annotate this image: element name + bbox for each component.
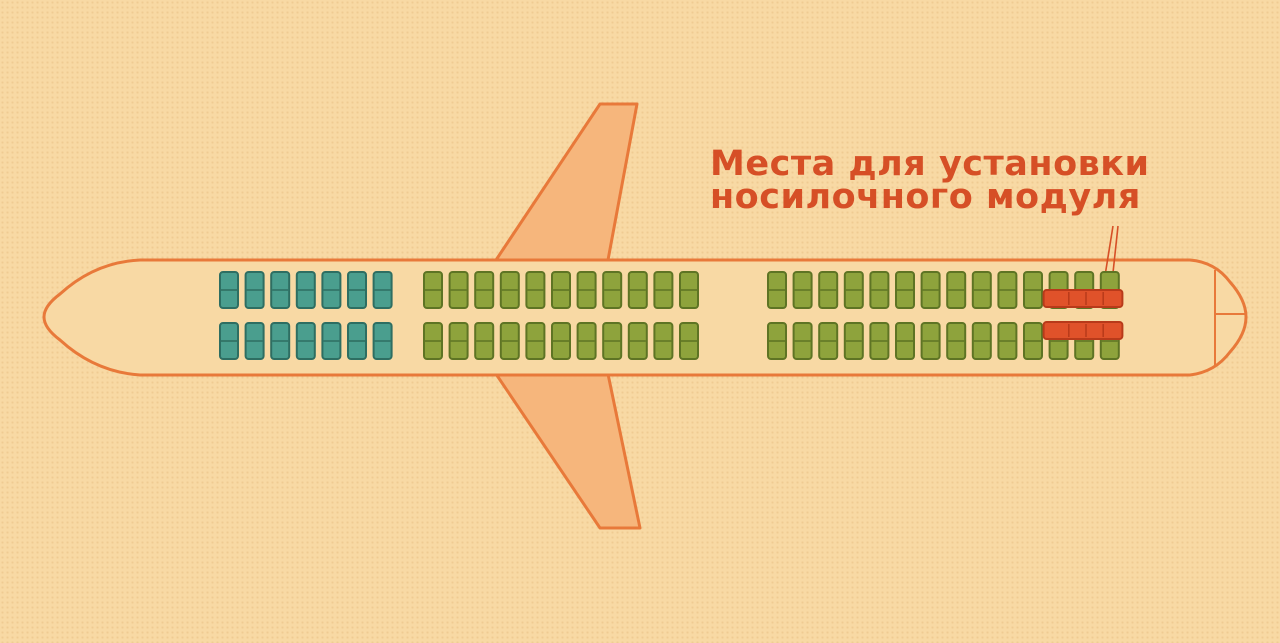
callout-title-line-2: носилочного модуля bbox=[710, 177, 1141, 217]
business-seat bbox=[347, 271, 367, 309]
economy-seat bbox=[818, 322, 839, 360]
economy-seat bbox=[920, 322, 941, 360]
economy-seat bbox=[1023, 271, 1043, 309]
economy-seat bbox=[767, 271, 787, 309]
business-seat bbox=[321, 271, 342, 309]
economy-seat bbox=[474, 271, 495, 309]
economy-seat bbox=[946, 322, 967, 360]
economy-seat bbox=[792, 322, 813, 360]
business-seat bbox=[295, 322, 316, 360]
business-seat bbox=[295, 271, 316, 309]
economy-seat bbox=[448, 271, 469, 309]
economy-seat bbox=[679, 322, 699, 360]
economy-seat bbox=[971, 271, 992, 309]
economy-seat bbox=[946, 271, 967, 309]
business-seat bbox=[270, 271, 291, 309]
lower-wing bbox=[494, 372, 642, 530]
economy-seat bbox=[869, 271, 890, 309]
economy-seat bbox=[920, 271, 941, 309]
callout-title-line-1: Места для установки bbox=[710, 144, 1150, 184]
business-seat bbox=[219, 271, 239, 309]
economy-seat bbox=[843, 322, 864, 360]
business-seat bbox=[347, 322, 367, 360]
economy-seat bbox=[895, 322, 915, 360]
economy-seat bbox=[525, 271, 546, 309]
business-seat bbox=[219, 322, 239, 360]
economy-seat bbox=[602, 271, 623, 309]
stretcher-module bbox=[1042, 289, 1124, 308]
business-seat bbox=[321, 322, 342, 360]
business-seat bbox=[270, 322, 291, 360]
economy-seat bbox=[627, 271, 648, 309]
economy-seat bbox=[576, 271, 597, 309]
economy-seat bbox=[997, 271, 1018, 309]
fuselage bbox=[42, 258, 1248, 377]
economy-seat bbox=[997, 322, 1018, 360]
economy-seat bbox=[843, 271, 864, 309]
business-seat bbox=[244, 322, 265, 360]
economy-seat bbox=[767, 322, 787, 360]
economy-seat bbox=[869, 322, 890, 360]
economy-seat bbox=[971, 322, 992, 360]
economy-seat bbox=[525, 322, 546, 360]
economy-seat bbox=[551, 271, 571, 309]
economy-seat bbox=[499, 322, 520, 360]
economy-seat bbox=[423, 322, 443, 360]
economy-seat bbox=[423, 271, 443, 309]
economy-seat bbox=[818, 271, 839, 309]
stretcher-module bbox=[1042, 321, 1124, 340]
economy-seat bbox=[895, 271, 915, 309]
economy-seat bbox=[448, 322, 469, 360]
economy-seat bbox=[1023, 322, 1043, 360]
upper-wing bbox=[494, 102, 639, 262]
economy-seat bbox=[551, 322, 571, 360]
business-seat bbox=[372, 271, 393, 309]
business-seat bbox=[372, 322, 393, 360]
economy-seat bbox=[499, 271, 520, 309]
economy-seat bbox=[576, 322, 597, 360]
economy-seat bbox=[602, 322, 623, 360]
business-seat bbox=[244, 271, 265, 309]
economy-seat bbox=[653, 271, 674, 309]
stretcher-modules-group bbox=[1042, 289, 1124, 340]
economy-seat bbox=[627, 322, 648, 360]
economy-seat bbox=[679, 271, 699, 309]
economy-seat bbox=[792, 271, 813, 309]
economy-seat bbox=[474, 322, 495, 360]
economy-seat bbox=[653, 322, 674, 360]
